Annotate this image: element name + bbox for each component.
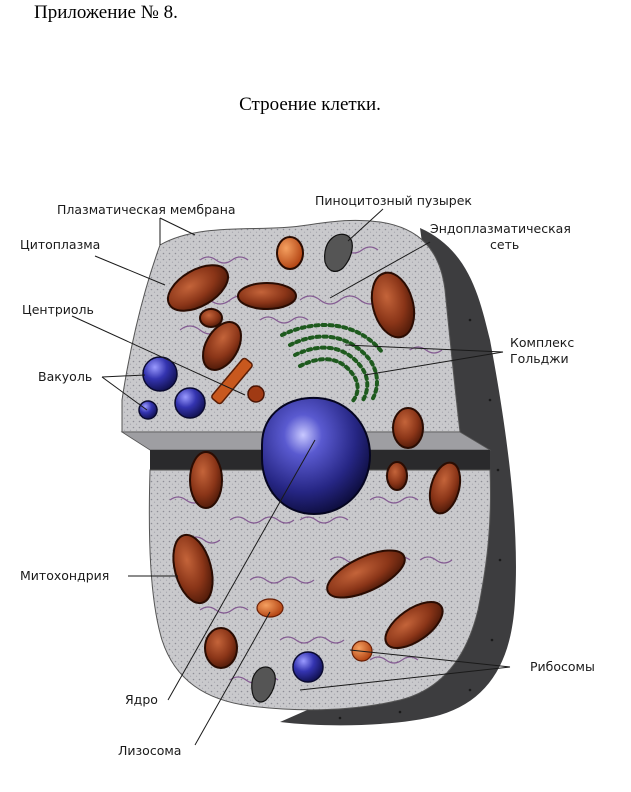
label-plasma-membrane: Плазматическая мембрана xyxy=(57,202,236,217)
label-er-line1: Эндоплазматическая xyxy=(430,221,571,236)
label-mitochondrion: Митохондрия xyxy=(20,568,109,583)
leader-lines xyxy=(71,208,511,746)
appendix-label: Приложение № 8. xyxy=(34,2,178,23)
label-lysosome: Лизосома xyxy=(118,743,181,758)
label-golgi-line2: Гольджи xyxy=(510,351,569,366)
nucleus xyxy=(261,396,372,516)
label-ribosomes: Рибосомы xyxy=(530,659,595,674)
label-pinocytic-vesicle: Пиноцитозный пузырек xyxy=(315,193,472,208)
mitochondria xyxy=(167,236,462,669)
centriole xyxy=(211,357,265,405)
vacuoles xyxy=(138,356,324,683)
label-nucleus: Ядро xyxy=(125,692,158,707)
label-er-line2: сеть xyxy=(490,237,519,252)
pinocytic-vesicles xyxy=(251,233,353,703)
label-cytoplasm: Цитоплазма xyxy=(20,237,100,252)
label-vacuole: Вакуоль xyxy=(38,369,92,384)
label-golgi-line1: Комплекс xyxy=(510,335,574,350)
cell-side-shadow xyxy=(280,228,516,726)
golgi-complex xyxy=(280,323,384,404)
label-centriole: Центриоль xyxy=(22,302,94,317)
page-title: Строение клетки. xyxy=(239,94,381,115)
